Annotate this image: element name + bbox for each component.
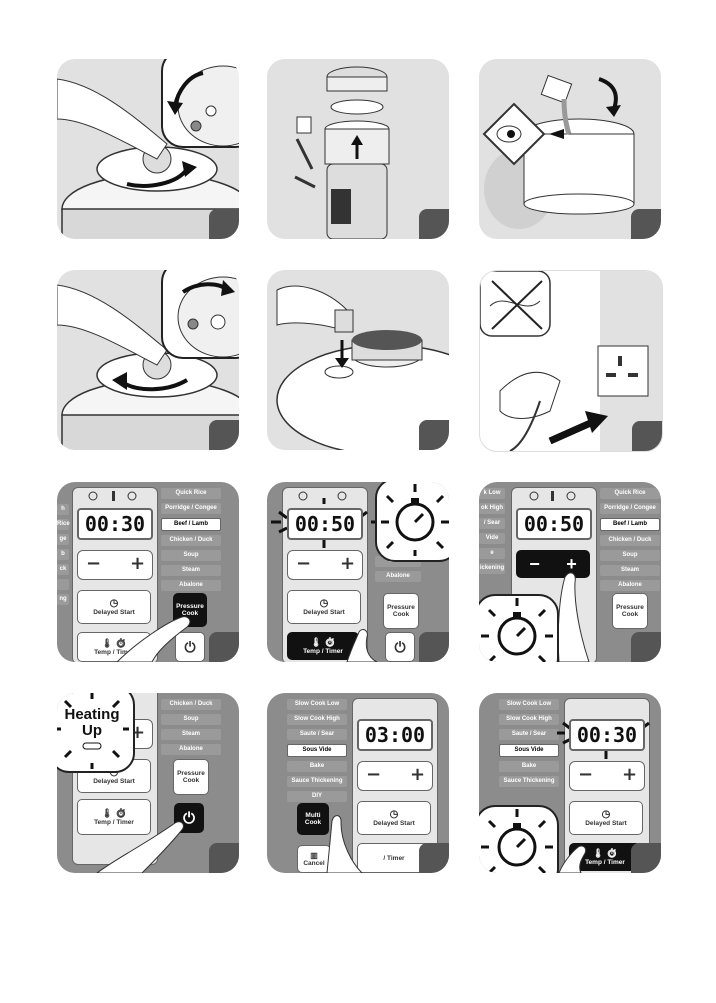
lcd-display: 03:00 bbox=[357, 719, 433, 751]
step-number-box bbox=[632, 421, 662, 451]
step-number-box bbox=[209, 420, 239, 450]
lcd-display: 00:30 bbox=[77, 508, 153, 540]
delayed-start-button[interactable]: ◷ Delayed Start bbox=[357, 801, 431, 835]
minus-button[interactable]: − bbox=[529, 553, 540, 574]
left-partial-menu: h Rice ge b ck ng bbox=[57, 504, 70, 609]
cancel-button[interactable]: ▥ Cancel bbox=[297, 845, 331, 873]
cook-menu: Slow Cook Low Slow Cook High Saute / Sea… bbox=[499, 699, 559, 791]
adjust-buttons[interactable]: − + bbox=[516, 550, 590, 578]
plus-button[interactable]: + bbox=[566, 553, 577, 574]
status-icons bbox=[88, 491, 137, 501]
cooker-parts-illustration bbox=[294, 66, 390, 239]
plus-button[interactable]: + bbox=[410, 764, 426, 785]
clock-icon: ◷ bbox=[389, 809, 399, 820]
pressure-cook-button[interactable]: Pressure Cook bbox=[383, 593, 419, 629]
minus-button[interactable]: − bbox=[366, 764, 382, 785]
step-2-panel bbox=[267, 59, 449, 239]
zoom-inset-timer bbox=[479, 594, 559, 662]
zoom-inset-timer bbox=[375, 482, 449, 562]
timer-icon: 🌡 ⏱ bbox=[310, 637, 336, 647]
minus-button[interactable]: − bbox=[296, 553, 312, 574]
finger-pointer bbox=[558, 845, 587, 873]
timer-icon: 🌡 ⏱ bbox=[592, 848, 618, 858]
power-button[interactable]: ⏻ bbox=[175, 632, 205, 662]
finger-pointer bbox=[346, 629, 378, 662]
step-11-panel: Slow Cook Low Slow Cook High Saute / Sea… bbox=[267, 693, 449, 873]
step-7-panel: h Rice ge b ck ng 00:30 − + ◷ Delayed St… bbox=[57, 482, 239, 662]
adjust-buttons: − + bbox=[287, 550, 363, 580]
status-icons bbox=[529, 491, 576, 501]
blink-rays bbox=[271, 491, 377, 548]
pressure-cook-button[interactable]: Pressure Cook bbox=[173, 759, 209, 795]
lcd-display: 00:50 bbox=[287, 508, 363, 540]
heating-up-label: Heating Up bbox=[64, 706, 120, 739]
step-number-box bbox=[419, 420, 449, 450]
lcd-display: 00:50 bbox=[516, 508, 592, 540]
finger-pointer bbox=[326, 815, 363, 873]
step-number-box bbox=[209, 843, 239, 873]
finger-pointer bbox=[116, 616, 191, 662]
adjust-buttons: − + bbox=[77, 550, 153, 580]
timer-icon: 🌡 ⏱ bbox=[101, 808, 127, 818]
plus-button[interactable]: + bbox=[340, 553, 356, 574]
step-9-panel: k Low ok High / Sear Vide e ickening 00:… bbox=[479, 482, 661, 662]
step-number-box bbox=[209, 209, 239, 239]
plus-button[interactable]: + bbox=[130, 553, 146, 574]
heating-up-badge: Heating Up bbox=[57, 693, 135, 773]
delayed-start-button[interactable]: ◷ Delayed Start bbox=[287, 590, 361, 624]
left-partial-menu: k Low ok High / Sear Vide e ickening bbox=[479, 488, 505, 578]
step-number-box bbox=[631, 632, 661, 662]
power-icon: ⏻ bbox=[183, 809, 195, 827]
step-number-box bbox=[209, 632, 239, 662]
valve-insert-illustration bbox=[276, 285, 449, 450]
step-8-panel: 00:50 − + ◷ Delayed Start 🌡 ⏱ Temp / Tim… bbox=[267, 482, 449, 662]
delayed-start-button[interactable]: ◷ Delayed Start bbox=[569, 801, 643, 835]
temp-timer-button[interactable]: 🌡 ⏱ Temp / Timer bbox=[77, 799, 151, 835]
program-menu: Quick Rice Porridge / Congee Beef / Lamb… bbox=[161, 488, 221, 595]
thermometer-icon: 🌡 ⏱ bbox=[101, 638, 127, 648]
step-12-panel: Slow Cook Low Slow Cook High Saute / Sea… bbox=[479, 693, 661, 873]
step-number-box bbox=[631, 209, 661, 239]
delayed-start-button[interactable]: ◷ Delayed Start bbox=[77, 590, 151, 624]
power-icon: ⏻ bbox=[184, 638, 196, 655]
temp-timer-button[interactable]: / Timer bbox=[357, 843, 431, 873]
plus-button[interactable]: + bbox=[622, 764, 638, 785]
power-icon: ⏻ bbox=[394, 638, 406, 655]
pressure-cook-button[interactable]: Pressure Cook bbox=[612, 593, 648, 629]
step-number-box bbox=[631, 843, 661, 873]
temp-timer-button[interactable]: 🌡 ⏱ Temp / Timer bbox=[287, 632, 359, 660]
step-number-box bbox=[419, 632, 449, 662]
power-button[interactable]: ⏻ bbox=[385, 632, 415, 662]
zoom-inset-timer bbox=[479, 805, 559, 873]
cook-menu: Slow Cook Low Slow Cook High Saute / Sea… bbox=[287, 699, 347, 806]
step-6-panel bbox=[479, 270, 663, 452]
minus-button[interactable]: − bbox=[86, 553, 102, 574]
step-number-box bbox=[419, 843, 449, 873]
step-4-panel bbox=[57, 270, 239, 450]
clock-icon: ◷ bbox=[319, 598, 329, 609]
step-1-panel bbox=[57, 59, 239, 239]
adjust-buttons: − + bbox=[569, 761, 645, 791]
minus-button[interactable]: − bbox=[578, 764, 594, 785]
program-menu: Quick Rice Porridge / Congee Beef / Lamb… bbox=[600, 488, 660, 595]
step-3-panel bbox=[479, 59, 661, 239]
zoom-inset-lid bbox=[161, 59, 239, 148]
program-menu: Chicken / Duck Soup Steam Abalone bbox=[161, 699, 221, 759]
zoom-inset-lid-close bbox=[161, 270, 239, 359]
lcd-display: 00:30 bbox=[569, 719, 645, 751]
clock-icon: ◷ bbox=[601, 809, 611, 820]
pouring-water-illustration bbox=[482, 74, 635, 229]
step-5-panel bbox=[267, 270, 449, 450]
clock-icon: ◷ bbox=[109, 598, 119, 609]
finger-pointer bbox=[96, 821, 184, 873]
cancel-icon: ▥ bbox=[310, 851, 318, 860]
multi-cook-button[interactable]: Multi Cook bbox=[297, 803, 329, 835]
adjust-buttons: − + bbox=[357, 761, 433, 791]
step-10-panel: + ◷ Delayed Start 🌡 ⏱ Temp / Timer Chick… bbox=[57, 693, 239, 873]
step-number-box bbox=[419, 209, 449, 239]
